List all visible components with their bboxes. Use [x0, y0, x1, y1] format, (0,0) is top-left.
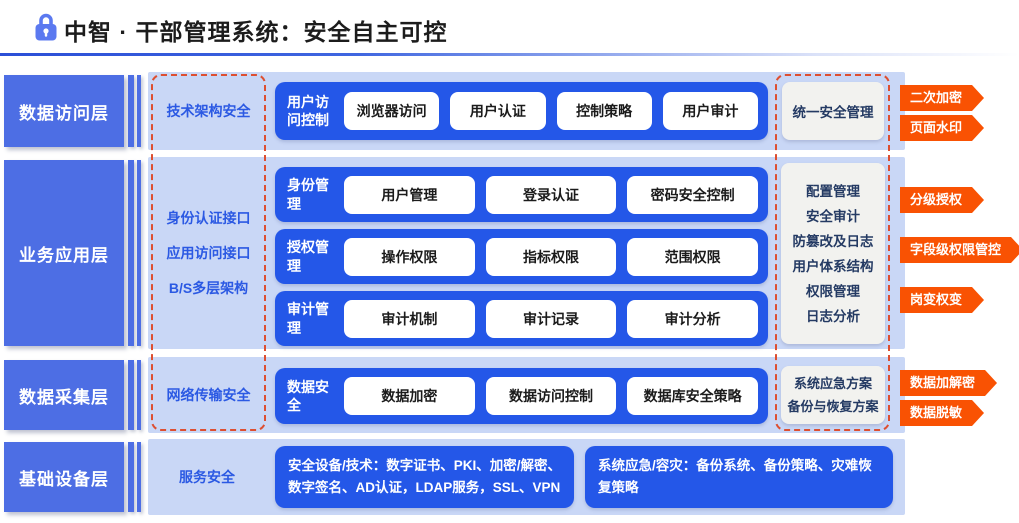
layer-data-access: 数据访问层 [4, 75, 124, 147]
tech-interfaces-list: 身份认证接口 应用访问接口 B/S多层架构 [151, 157, 266, 349]
panel-item: 权限管理 [806, 283, 860, 299]
badge-data-encryption-decryption: 数据加解密 [900, 370, 997, 396]
feature-pill: 审计分析 [627, 299, 759, 338]
page-title: 中智 · 干部管理系统：安全自主可控 [64, 19, 448, 45]
service-security-label: 服务安全 [179, 469, 235, 485]
badge-page-watermark: 页面水印 [900, 115, 984, 141]
feature-pill: 指标权限 [485, 237, 617, 276]
feature-pill: 审计机制 [344, 299, 475, 338]
feature-pill: 密码安全控制 [627, 175, 759, 214]
layer-bar [128, 75, 134, 147]
feature-pill: 浏览器访问 [344, 92, 440, 130]
layer-bar [128, 360, 134, 430]
lock-icon [35, 13, 57, 41]
dashed-frame-tech-column [151, 74, 266, 431]
badge-post-change-permission-change: 岗变权变 [900, 287, 984, 313]
feature-pill: 用户审计 [662, 92, 758, 130]
panel-item: 安全审计 [806, 208, 860, 224]
app-access-interface-label: 应用访问接口 [166, 245, 251, 261]
unified-security-management-box: 统一安全管理 [782, 82, 884, 140]
feature-pill: 数据库安全策略 [627, 377, 759, 415]
group-user-access-control: 用户访问控制 浏览器访问 用户认证 控制策略 用户审计 [275, 82, 768, 140]
dashed-frame-unified-panel [775, 74, 890, 431]
layer-bar [137, 160, 141, 346]
group-label-audit-management: 审计管理 [287, 301, 329, 336]
layer-bar [137, 442, 141, 512]
layer-data-collection: 数据采集层 [4, 360, 124, 430]
layer-bar [137, 75, 141, 147]
unified-security-items-box: 配置管理 安全审计 防篡改及日志 用户体系结构 权限管理 日志分析 [781, 163, 885, 344]
group-label-data-security: 数据安全 [287, 378, 329, 413]
panel-item: 防篡改及日志 [792, 233, 874, 249]
group-data-security: 数据安全 数据加密 数据访问控制 数据库安全策略 [275, 368, 768, 424]
group-identity-management: 身份管理 用户管理 登录认证 密码安全控制 [275, 167, 768, 222]
feature-pill: 数据访问控制 [485, 377, 617, 415]
panel-item: 用户体系结构 [792, 258, 874, 274]
bs-multitier-architecture-label: B/S多层架构 [168, 280, 249, 296]
group-authorization-management: 授权管理 操作权限 指标权限 范围权限 [275, 229, 768, 284]
feature-pill: 范围权限 [627, 237, 759, 276]
feature-pill: 用户管理 [344, 175, 475, 214]
layer-bar [137, 360, 141, 430]
feature-pill: 审计记录 [485, 299, 617, 338]
panel-item: 备份与恢复方案 [787, 399, 879, 414]
panel-item: 日志分析 [806, 308, 860, 324]
group-label-identity-management: 身份管理 [287, 177, 329, 212]
group-audit-management: 审计管理 审计机制 审计记录 审计分析 [275, 291, 768, 346]
layer-bar [128, 442, 134, 512]
layer-infrastructure: 基础设备层 [4, 442, 124, 512]
badge-tiered-authorization: 分级授权 [900, 187, 984, 213]
panel-item: 配置管理 [806, 183, 860, 199]
badge-double-encryption: 二次加密 [900, 85, 984, 111]
tech-architecture-security-label: 技术架构安全 [166, 103, 251, 119]
feature-pill: 控制策略 [556, 92, 652, 130]
badge-data-masking: 数据脱敏 [900, 400, 984, 426]
layer-bar [128, 160, 134, 346]
panel-item: 系统应急方案 [793, 376, 872, 391]
layer-business-app: 业务应用层 [4, 160, 124, 346]
group-label-user-access-control: 用户访问控制 [287, 93, 329, 128]
network-transfer-security-label: 网络传输安全 [166, 387, 251, 403]
feature-pill: 用户认证 [450, 92, 546, 130]
badge-field-level-permission-control: 字段级权限管控 [900, 237, 1019, 263]
security-devices-box: 安全设备/技术：数字证书、PKI、加密/解密、数字签名、AD认证，LDAP服务，… [275, 446, 574, 508]
identity-auth-interface-label: 身份认证接口 [166, 210, 251, 226]
title-divider [0, 53, 1019, 56]
feature-pill: 数据加密 [344, 377, 475, 415]
feature-pill: 操作权限 [344, 237, 475, 276]
feature-pill: 登录认证 [485, 175, 617, 214]
emergency-backup-box: 系统应急方案 备份与恢复方案 [781, 366, 885, 424]
group-label-authorization-management: 授权管理 [287, 239, 329, 274]
disaster-recovery-box: 系统应急/容灾：备份系统、备份策略、灾难恢复策略 [585, 446, 893, 508]
